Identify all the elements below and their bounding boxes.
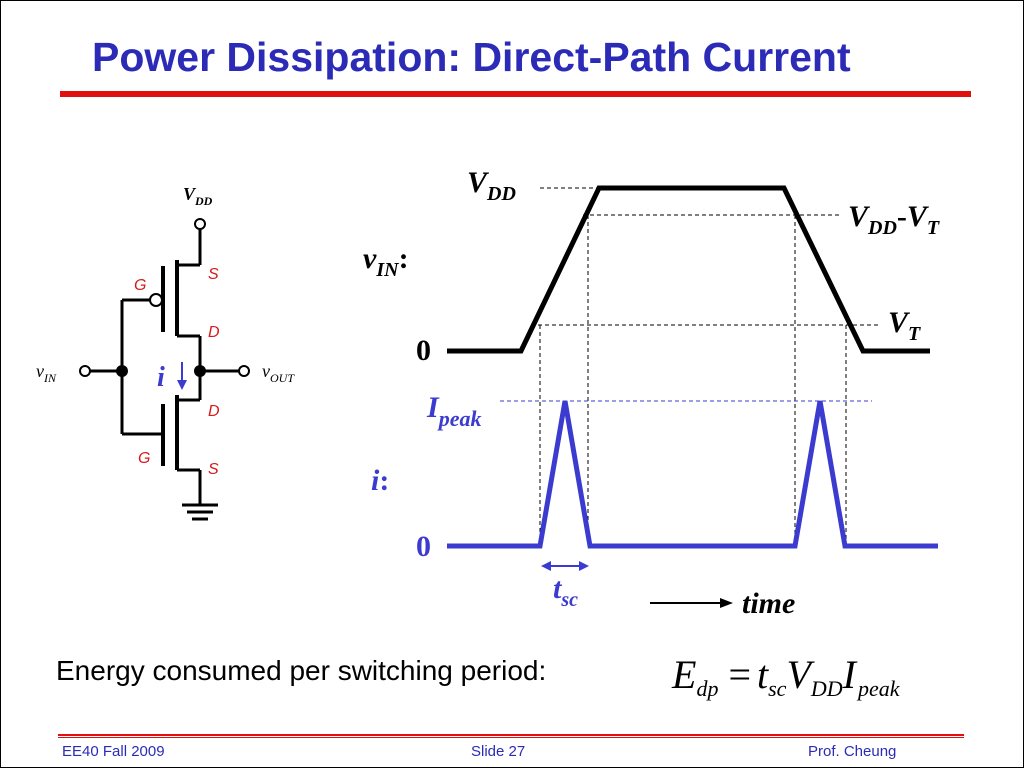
cmos-inverter-circuit (79, 218, 250, 521)
current-zero-label: 0 (416, 530, 431, 563)
ipeak-label: Ipeak (426, 391, 481, 431)
footer-slide-number: Slide 27 (471, 743, 526, 760)
current-waveform (447, 400, 938, 549)
footer-rule (58, 734, 964, 736)
reference-dashed-lines (538, 187, 878, 546)
vin-waveform-label: vIN: (363, 242, 409, 281)
footer-author: Prof. Cheung (808, 743, 897, 760)
pmos-source-label: S (208, 266, 219, 283)
vout-circuit-label: vOUT (262, 361, 295, 385)
current-arrow-icon (177, 380, 187, 390)
nmos-gate-label: G (138, 450, 150, 467)
time-axis-label: time (742, 587, 795, 620)
pmos-gate-label: G (134, 277, 146, 294)
pmos-gate-bubble (149, 293, 163, 307)
vdd-minus-vt-label: VDD-VT (848, 200, 940, 239)
footer-course: EE40 Fall 2009 (62, 743, 165, 760)
vdd-level-label: VDD (467, 166, 516, 205)
vin-circuit-label: vIN (36, 361, 57, 385)
vt-level-label: VT (888, 306, 921, 345)
vdd-circuit-label: VDD (183, 184, 213, 208)
vin-waveform (447, 185, 930, 354)
nmos-drain-label: D (208, 403, 220, 420)
tsc-label: tsc (553, 572, 578, 611)
vin-terminal (79, 365, 91, 377)
vdd-terminal (194, 218, 206, 230)
current-label: i (157, 362, 165, 393)
footer-rule-thin (58, 737, 964, 738)
current-waveform-label: i: (371, 464, 389, 497)
energy-equation: Edp=tscVDDIpeak (671, 652, 901, 701)
output-node-dot (194, 365, 206, 377)
vout-terminal (238, 365, 250, 377)
energy-description: Energy consumed per switching period: (56, 655, 547, 686)
title-underline (60, 91, 971, 97)
input-node-dot (116, 365, 128, 377)
nmos-source-label: S (208, 461, 219, 478)
slide-title: Power Dissipation: Direct-Path Current (92, 34, 851, 80)
vin-zero-label: 0 (416, 334, 431, 367)
time-arrow (650, 598, 733, 608)
pmos-drain-label: D (208, 324, 220, 341)
tsc-double-arrow (541, 561, 589, 571)
